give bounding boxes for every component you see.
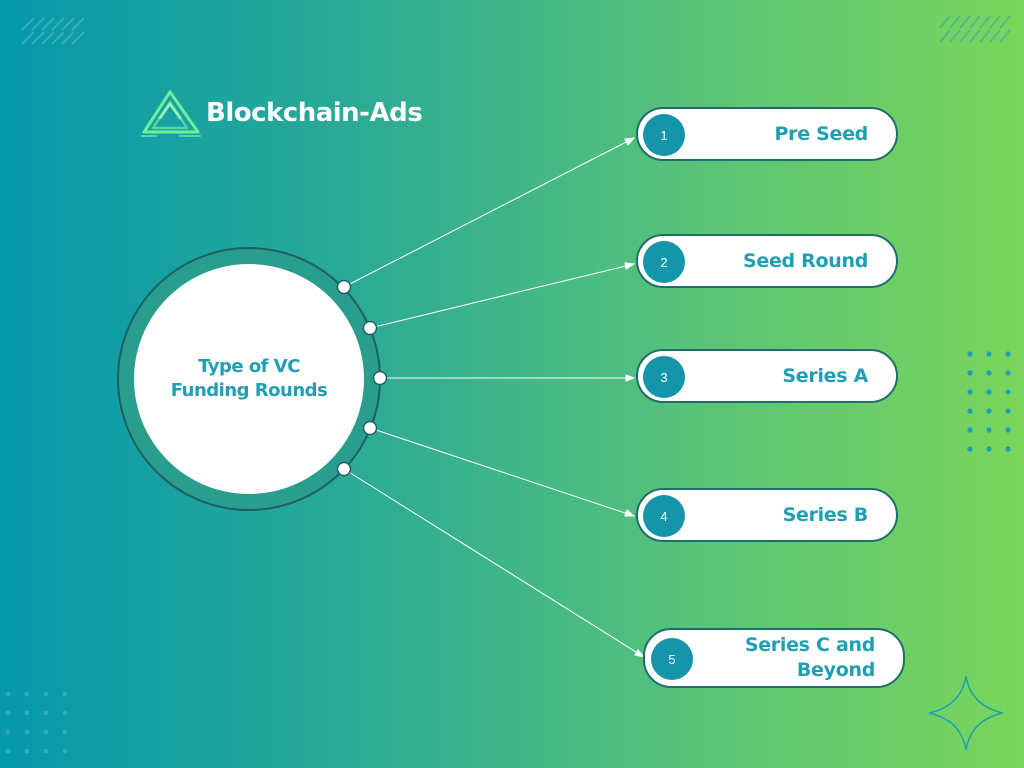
- brand: Blockchain-Ads: [140, 88, 423, 138]
- decor-dot: [967, 389, 973, 395]
- decor-dot: [1005, 446, 1011, 452]
- decor-dot: [1005, 427, 1011, 433]
- arrowhead-4: [624, 509, 636, 517]
- round-pill-5: 5 Series C and Beyond: [643, 628, 905, 688]
- round-pill-2: 2 Seed Round: [636, 234, 898, 288]
- round-number-badge: 2: [643, 241, 685, 283]
- decor-dot: [986, 370, 992, 376]
- decor-dot: [24, 710, 30, 716]
- sparkle-star-icon: [928, 675, 1004, 751]
- hatch-pattern-top-left: [21, 17, 85, 45]
- decor-dot: [62, 710, 68, 716]
- decor-dot: [62, 691, 68, 697]
- decor-dot: [986, 408, 992, 414]
- triangle-circuit-logo-icon: [141, 90, 201, 137]
- decor-dot: [43, 748, 49, 754]
- round-label: Series C and Beyond: [744, 634, 875, 681]
- round-number-badge: 1: [643, 114, 685, 156]
- decor-dot: [5, 691, 11, 697]
- round-label: Series B: [782, 503, 869, 526]
- decor-dot: [967, 427, 973, 433]
- dot-grid-right: [967, 351, 1011, 452]
- decor-dot: [1005, 408, 1011, 414]
- decor-dot: [967, 446, 973, 452]
- decor-dot: [967, 370, 973, 376]
- round-number-badge: 5: [651, 638, 693, 680]
- connector-line-2: [369, 263, 635, 329]
- decor-dot: [1005, 370, 1011, 376]
- connector-line-4: [369, 427, 635, 517]
- decor-dot: [43, 691, 49, 697]
- decor-dot: [24, 729, 30, 735]
- decor-dot: [62, 748, 68, 754]
- hub-label: Type of VC Funding Rounds: [170, 356, 328, 401]
- decor-dot: [5, 710, 11, 716]
- round-label: Series A: [782, 364, 868, 387]
- round-label: Seed Round: [742, 249, 868, 272]
- decor-dot: [24, 691, 30, 697]
- decor-dot: [24, 748, 30, 754]
- decor-dot: [986, 351, 992, 357]
- hub-circle: Type of VC Funding Rounds: [134, 264, 364, 494]
- round-number-badge: 3: [643, 356, 685, 398]
- arrowhead-5: [634, 649, 646, 658]
- decor-dot: [967, 351, 973, 357]
- round-pill-3: 3 Series A: [636, 349, 898, 403]
- arrowhead-2: [624, 262, 636, 270]
- decor-dot: [43, 710, 49, 716]
- round-pill-1: 1 Pre Seed: [636, 107, 898, 161]
- round-label: Pre Seed: [774, 122, 869, 145]
- round-pill-4: 4 Series B: [636, 488, 898, 542]
- ring-nodes: [336, 279, 388, 477]
- decor-dot: [986, 427, 992, 433]
- connector-lines: [343, 137, 646, 658]
- ring-node-3: [372, 370, 388, 386]
- ring-node-5: [336, 461, 352, 477]
- ring-node-2: [362, 320, 378, 336]
- arrowhead-3: [625, 374, 636, 382]
- arrowhead-1: [624, 137, 636, 146]
- hatch-pattern-top-right: [939, 15, 1011, 43]
- decor-dot: [1005, 389, 1011, 395]
- decor-dot: [5, 729, 11, 735]
- brand-name: Blockchain-Ads: [206, 98, 423, 128]
- round-number-badge: 4: [643, 495, 685, 537]
- dot-grid-bottom-left: [5, 691, 68, 754]
- ring-node-1: [336, 279, 352, 295]
- decor-dot: [1005, 351, 1011, 357]
- ring-node-4: [362, 420, 378, 436]
- connector-line-5: [343, 468, 645, 658]
- decor-dot: [43, 729, 49, 735]
- decor-dot: [967, 408, 973, 414]
- decor-dot: [62, 729, 68, 735]
- decor-dot: [986, 446, 992, 452]
- decor-dot: [5, 748, 11, 754]
- decor-dot: [986, 389, 992, 395]
- connector-line-1: [343, 137, 635, 288]
